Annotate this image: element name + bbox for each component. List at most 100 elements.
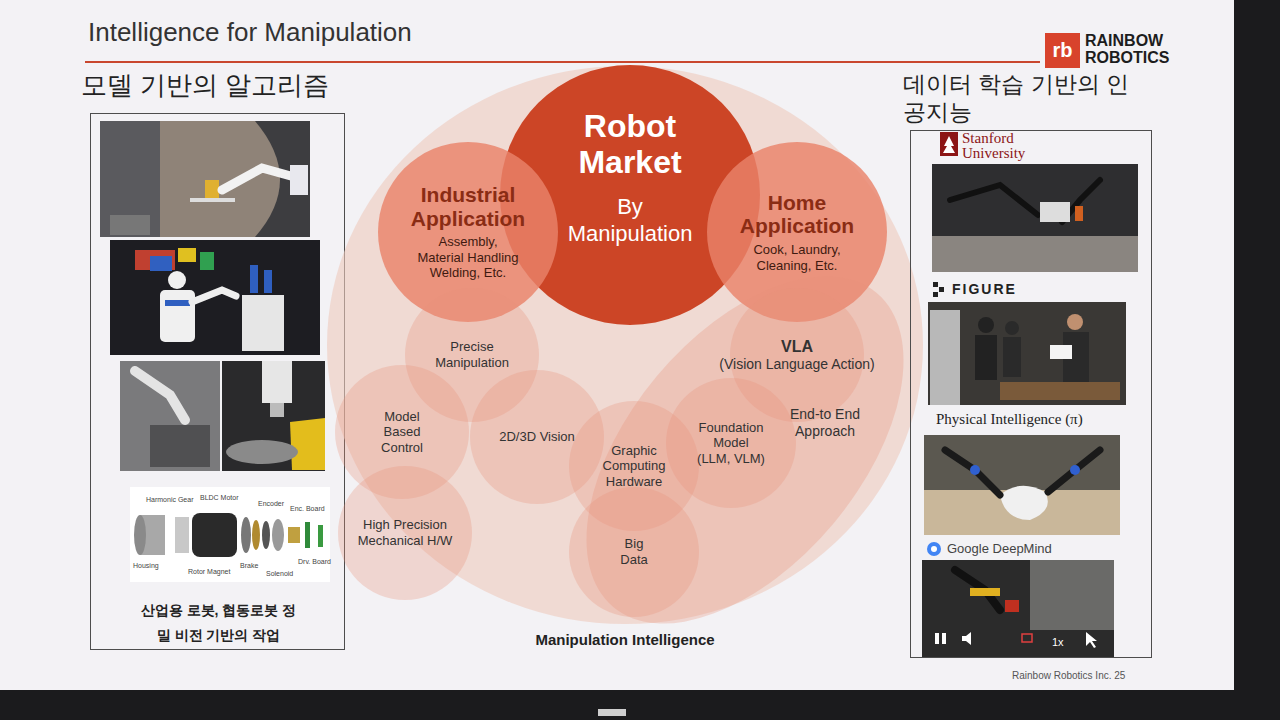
- bin-picking-photo: [135, 371, 185, 420]
- actuator-exploded-drawing: [272, 519, 284, 551]
- bin-picking-photo: [120, 361, 325, 471]
- technology-label: Model Based Control: [375, 409, 430, 456]
- lab-robot-photo: [100, 121, 160, 237]
- figure-robot-photo: [1000, 382, 1120, 400]
- figure-robot-photo: [975, 335, 997, 380]
- bin-picking-photo: [120, 361, 220, 471]
- actuator-exploded-drawing: [288, 527, 300, 543]
- company-logo-text: Physical Intelligence (π): [936, 410, 1083, 428]
- bin-picking-photo: [262, 361, 292, 403]
- figure-robot-photo: [1005, 321, 1019, 335]
- slide-title: Intelligence for Manipulation: [88, 17, 412, 48]
- panel-heading: 모델 기반의 알고리즘: [81, 70, 329, 101]
- technology-note: (Vision Language Action): [719, 356, 874, 373]
- company-logo-text: Google DeepMind: [947, 541, 1052, 557]
- deepmind-mark: [931, 546, 937, 552]
- stanford-mark: [940, 132, 958, 156]
- deepmind-robot-video: [922, 560, 1114, 657]
- technology-label: Precise Manipulation: [422, 339, 522, 370]
- actuator-exploded-drawing: [252, 520, 260, 550]
- panel-heading: 데이터 학습 기반의 인공지능: [903, 71, 1148, 126]
- humanoid-robot-photo: [150, 256, 172, 271]
- actuator-exploded-drawing: [130, 487, 330, 582]
- deepmind-robot-video: [970, 588, 1000, 596]
- technology-label: VLA: [781, 337, 813, 356]
- figure-mark: [933, 282, 944, 297]
- technology-label: High Precision Mechanical H/W: [350, 517, 460, 548]
- lab-robot-photo: [205, 180, 219, 198]
- figure-robot-photo: [1050, 345, 1072, 359]
- figure-mark: [939, 287, 944, 292]
- deepmind-robot-video: [922, 560, 1114, 657]
- deepmind-robot-video: [1022, 634, 1032, 642]
- actuator-exploded-drawing: [305, 522, 310, 548]
- figure-robot-photo: [930, 310, 960, 405]
- part-label: Drv. Board: [298, 558, 331, 566]
- actuator-exploded-drawing: [192, 513, 237, 557]
- humanoid-robot-photo: [250, 265, 258, 293]
- market-subtitle: By Manipulation: [555, 194, 705, 247]
- slide-ground: [0, 0, 1234, 690]
- humanoid-robot-photo: [135, 250, 175, 270]
- institution-logo-text: Stanford University: [962, 131, 1042, 161]
- figure-robot-photo: [1003, 337, 1021, 377]
- stanford-robot-photo: [932, 236, 1138, 272]
- technology-label: Big Data: [614, 536, 654, 567]
- actuator-exploded-drawing: [241, 517, 251, 553]
- technology-note: (LLM, VLM): [697, 451, 765, 467]
- part-label: Rotor Magnet: [188, 568, 230, 576]
- deepmind-robot-video: [1005, 600, 1019, 612]
- part-label: Housing: [133, 562, 159, 570]
- region-label: Manipulation Intelligence: [325, 631, 925, 649]
- logo-text: RAINBOW ROBOTICS: [1085, 33, 1180, 67]
- playback-speed: 1x: [1052, 636, 1064, 649]
- intelligence-ellipse: Manipulation Intelligence Robot Market By …: [325, 65, 925, 655]
- part-label: Solenoid: [266, 570, 293, 578]
- humanoid-robot-photo: [110, 240, 320, 355]
- stanford-robot-photo: [932, 164, 1138, 272]
- lab-robot-photo: [100, 121, 310, 237]
- humanoid-robot-photo: [110, 240, 320, 355]
- bin-picking-photo: [270, 403, 284, 417]
- stanford-mark: [940, 132, 958, 156]
- actuator-exploded-drawing: [318, 525, 323, 547]
- application-title: Industrial Application: [398, 183, 538, 230]
- actuator-exploded-drawing: [134, 515, 146, 555]
- logo-square: [1045, 33, 1080, 68]
- lab-robot-photo: [222, 168, 298, 190]
- logo-mark: rb: [1045, 33, 1080, 68]
- deepmind-robot-video: [1086, 632, 1097, 648]
- approach-ellipse-fill: [525, 219, 965, 681]
- figure-robot-photo: [1067, 314, 1083, 330]
- stanford-robot-photo: [1040, 202, 1070, 222]
- physical-intelligence-photo: [924, 435, 1120, 535]
- technology-circle: High Precision Mechanical H/W: [338, 466, 472, 600]
- title-rule: [85, 61, 1040, 63]
- physical-intelligence-photo: [924, 435, 1120, 535]
- application-title: Home Application: [727, 191, 867, 238]
- panel-caption: 산업용 로봇, 협동로봇 정밀 비전 기반의 작업: [136, 598, 301, 647]
- physical-intelligence-photo: [945, 450, 1000, 495]
- deepmind-robot-video: [955, 570, 1000, 610]
- approach-label: End-to End Approach: [770, 406, 880, 440]
- part-label: Harmonic Gear: [146, 496, 193, 504]
- figure-mark: [933, 282, 938, 287]
- technology-circle-fill: [569, 487, 699, 617]
- humanoid-robot-photo: [160, 290, 195, 342]
- stanford-robot-photo: [1075, 206, 1083, 221]
- company-logo-text: FIGURE: [952, 281, 1017, 298]
- deepmind-robot-video: [962, 632, 971, 645]
- part-label: Brake: [240, 562, 258, 570]
- lab-robot-photo: [290, 165, 308, 195]
- actuator-exploded-drawing: [130, 487, 330, 582]
- market-title: Robot Market: [550, 109, 710, 181]
- application-examples: Cook, Laundry, Cleaning, Etc.: [744, 242, 850, 273]
- humanoid-robot-photo: [192, 290, 236, 302]
- bezel-badge: [598, 709, 626, 716]
- humanoid-robot-photo: [168, 271, 186, 289]
- stanford-robot-photo: [950, 185, 1038, 215]
- deepmind-robot-video: [935, 633, 939, 644]
- physical-intelligence-photo: [1000, 486, 1048, 520]
